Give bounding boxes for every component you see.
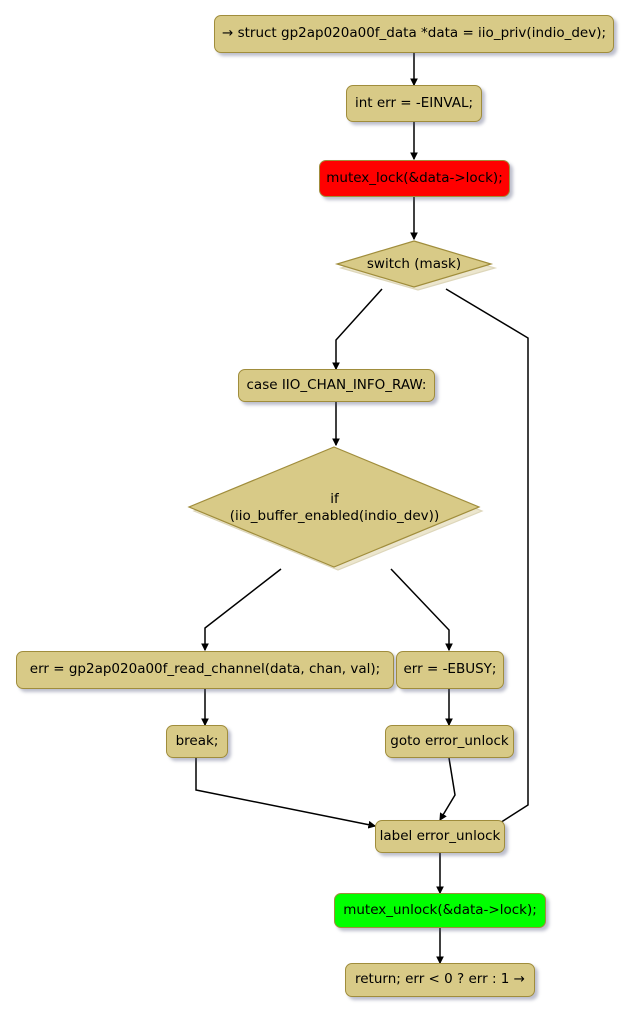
node-goto-error-unlock[interactable]: goto error_unlock <box>385 725 514 758</box>
node-mutex-unlock[interactable]: mutex_unlock(&data->lock); <box>334 893 546 928</box>
node-if-buffer-enabled[interactable]: if (iio_buffer_enabled(indio_dev)) <box>186 445 484 571</box>
node-case-raw[interactable]: case IIO_CHAN_INFO_RAW: <box>238 369 435 402</box>
node-read-channel[interactable]: err = gp2ap020a00f_read_channel(data, ch… <box>16 651 394 689</box>
node-break[interactable]: break; <box>166 725 228 758</box>
node-init-err[interactable]: int err = -EINVAL; <box>346 85 482 122</box>
edge-if-buffer-to-read-channel <box>201 568 282 652</box>
edge-break-to-label-unlock <box>195 758 377 829</box>
edge-goto-unlock-to-label-unlock <box>439 757 456 822</box>
node-if-buffer-enabled-label: if (iio_buffer_enabled(indio_dev)) <box>229 491 440 524</box>
node-err-ebusy[interactable]: err = -EBUSY; <box>396 651 504 689</box>
node-return[interactable]: return; err < 0 ? err : 1 → <box>345 963 535 997</box>
edge-switch-to-case-raw <box>332 288 383 371</box>
node-mutex-lock[interactable]: mutex_lock(&data->lock); <box>319 160 510 197</box>
edge-if-buffer-to-err-ebusy <box>390 568 453 652</box>
node-label-error-unlock[interactable]: label error_unlock <box>375 820 505 853</box>
node-switch-mask[interactable]: switch (mask) <box>334 239 498 291</box>
node-start[interactable]: → struct gp2ap020a00f_data *data = iio_p… <box>214 15 614 53</box>
node-switch-mask-label: switch (mask) <box>366 255 462 272</box>
